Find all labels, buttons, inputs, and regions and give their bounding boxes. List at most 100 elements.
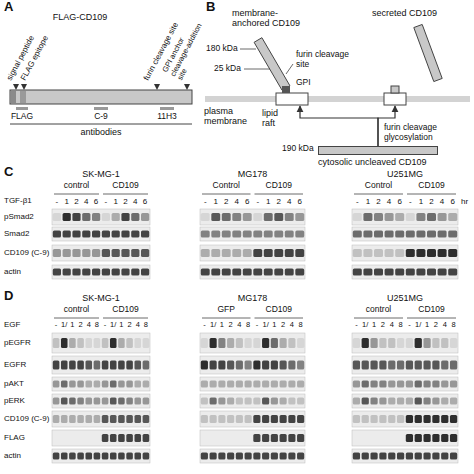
blot-band [397,381,404,388]
blot-band [92,231,100,238]
blot-band [94,361,101,370]
blot-band [280,415,287,423]
size-label: 190 kDa [282,144,314,154]
blot-band [53,415,60,423]
blot-band [395,231,404,238]
row-label: pERK [4,396,25,405]
lane-label: 1 [64,197,68,206]
blot-band [102,361,109,370]
blot-band [395,269,404,276]
lane-label: 1 [220,321,224,330]
blot-band [227,398,234,405]
blot-band [271,338,278,348]
blot-band [232,269,241,276]
lane-label: 1 [70,321,74,330]
lane-label: 1 [214,197,218,206]
blot-band [406,398,413,405]
blot-band [432,338,439,348]
group-bracket [354,194,403,195]
blot-band [110,381,117,388]
blot-band [218,338,225,348]
blot-band [201,231,210,238]
blot-band [69,338,76,348]
blot-band [406,381,413,388]
panel-letter: D [4,289,13,304]
blot-band [385,213,394,221]
blot-band [262,338,269,348]
site-marker [13,84,19,90]
blot-band [441,415,448,423]
cell-line-label: MG178 [238,169,268,179]
lane-label: 4 [84,197,88,206]
lane-label: 2 [224,197,228,206]
lane-label: 1 [419,197,423,206]
site-marker [21,84,27,90]
blot-band [450,434,457,442]
blot-band [253,361,260,370]
blot-strip [352,377,458,391]
blot-band [61,453,68,460]
blot-strip [200,449,305,463]
lane-label: 2 [381,321,385,330]
blot-band [61,398,68,405]
lane-label: 4 [443,321,447,330]
lane-label: 4 [290,321,294,330]
blot-band [432,434,439,442]
blot-band [423,434,430,442]
lane-label: - [105,197,108,206]
group-label: CD109 [266,181,292,191]
blot-band [432,381,439,388]
blot-band [77,361,84,370]
blot-band [63,249,71,257]
blot-band [53,269,61,276]
group-bracket [354,318,403,319]
blot-band [236,415,243,423]
blot-band [102,434,109,442]
blot-band [118,338,125,348]
blot-band [397,361,404,370]
blot-band [388,338,395,348]
group-label: Control [213,181,240,191]
treatment-label: TGF-β1 [4,196,32,205]
blot-band [374,231,383,238]
blot-band [385,231,394,238]
blot-band [288,338,295,348]
blot-band [85,338,92,348]
group-bracket [103,318,148,319]
blot-band [438,231,447,238]
flag-segment [20,91,26,103]
blot-band [280,398,287,405]
lane-label: 6 [245,197,249,206]
blot-strip [52,245,150,261]
blot-band [53,249,61,257]
blot-band [406,231,415,238]
blot-band [280,338,287,348]
blot-band [218,381,225,388]
blot-band [253,434,260,442]
blot-band [63,269,71,276]
blot-band [395,213,404,221]
group-label: CD109 [266,305,292,315]
protein-stub [391,86,399,93]
blot-band [353,213,362,221]
blot-band [131,269,139,276]
blot-band [53,338,60,348]
blot-band [423,361,430,370]
blot-band [448,231,457,238]
lane-label: - [409,197,412,206]
blot-band [222,213,231,221]
blot-strip [352,394,458,408]
site-marker [184,84,190,90]
blot-band [379,398,386,405]
blot-band [211,249,220,257]
blot-band [295,249,304,257]
blot-band [201,213,210,221]
lane-label: 1 [366,197,370,206]
blot-band [406,415,413,423]
blot-band [85,453,92,460]
antibody-label: FLAG [11,112,33,122]
antibody-label: 11H3 [157,112,177,122]
blot-band [295,231,304,238]
blot-band [121,269,129,276]
blot-band [370,381,377,388]
